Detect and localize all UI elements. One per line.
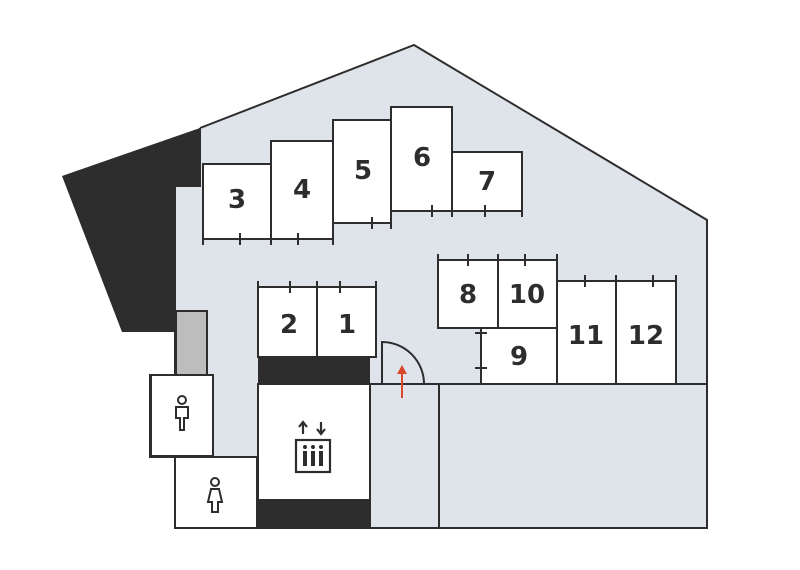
room-7[interactable]: 7 [451,151,523,212]
room-label: 7 [478,167,496,197]
room-1[interactable]: 1 [316,286,377,358]
room-label: 2 [280,310,298,340]
stair-block [175,310,208,376]
room-label: 6 [413,143,431,173]
room-label: 10 [509,280,545,310]
room-11[interactable]: 11 [556,280,617,385]
female-restroom[interactable] [174,456,258,529]
room-label: 8 [459,280,477,310]
room-label: 12 [628,321,664,351]
elevator-area[interactable] [257,383,371,501]
entrance-arrow-icon [397,365,407,398]
room-label: 5 [354,156,372,186]
door-ticks [202,205,677,369]
room-2[interactable]: 2 [257,286,318,358]
room-4[interactable]: 4 [270,140,334,240]
room-12[interactable]: 12 [615,280,677,385]
entrance-door[interactable] [381,340,425,385]
room-10[interactable]: 10 [497,259,558,329]
room-label: 4 [293,175,311,205]
room-label: 3 [228,185,246,215]
room-8[interactable]: 8 [437,259,499,329]
room-9[interactable]: 9 [480,327,558,385]
room-5[interactable]: 5 [332,119,392,224]
room-label: 11 [568,321,604,351]
room-3[interactable]: 3 [202,163,272,240]
elevator-icon [294,420,332,474]
core-wall-top [258,357,370,384]
core-wall-bottom [258,500,370,528]
male-restroom[interactable] [150,374,214,457]
male-restroom-icon [175,395,189,431]
west-wall-mass [62,128,205,332]
room-label: 9 [510,342,528,372]
room-6[interactable]: 6 [390,106,453,212]
female-restroom-icon [206,477,224,513]
room-label: 1 [338,310,356,340]
